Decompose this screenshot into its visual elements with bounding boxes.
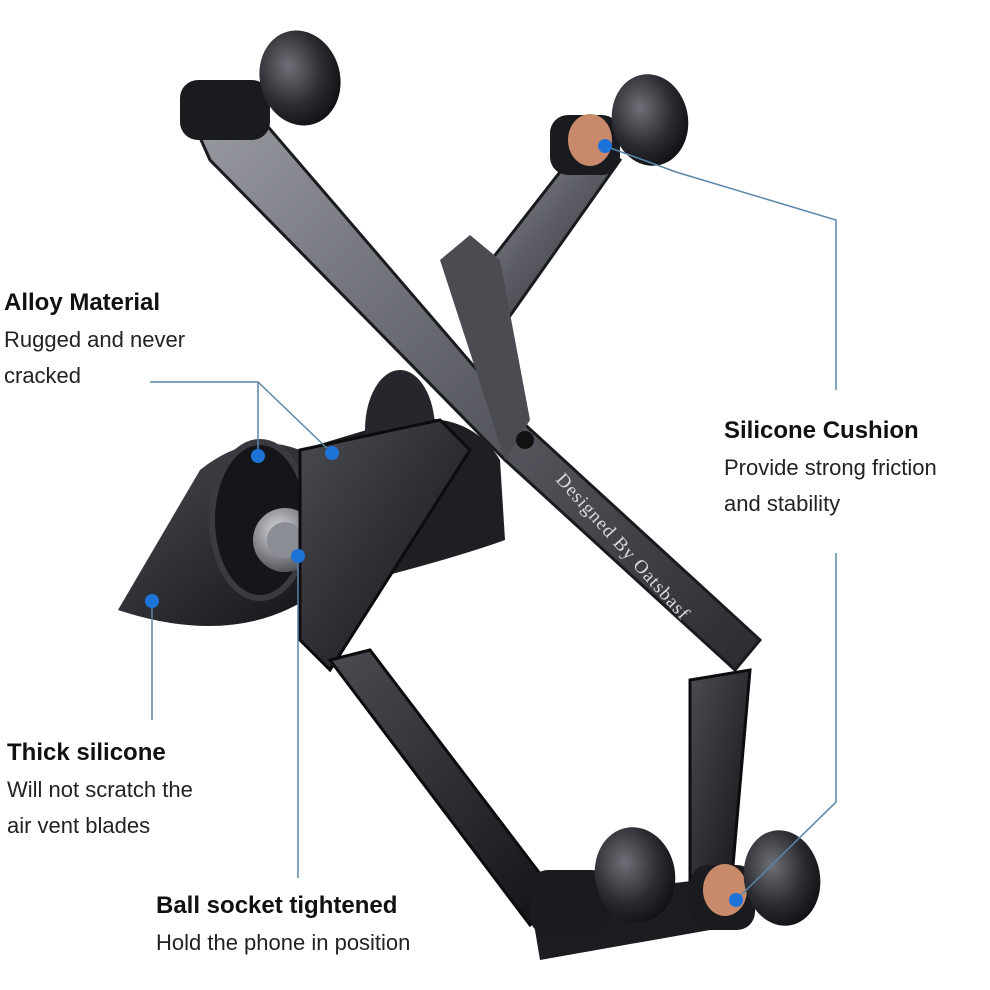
callout-cushion-title: Silicone Cushion [724, 417, 919, 444]
leader-lines [150, 145, 837, 901]
callout-alloy-desc-line2: cracked [4, 363, 82, 388]
leader-line-cushion-top [604, 145, 837, 390]
callout-cushion-desc-line1: Provide strong friction [724, 455, 937, 480]
dot-cushion-top [598, 139, 612, 153]
callout-alloy-desc-line1: Rugged and never [4, 327, 186, 352]
leader-line-cushion-bottom [735, 553, 837, 901]
callout-cushion-desc: Provide strong friction and stability [724, 450, 990, 522]
dot-cushion-bottom [729, 893, 743, 907]
callout-thick-title: Thick silicone [7, 739, 166, 766]
callout-thick-silicone: Thick silicone Will not scratch the air … [7, 738, 257, 844]
callout-thick-desc-line2: air vent blades [7, 813, 151, 838]
callout-ball-title: Ball socket tightened [156, 892, 398, 919]
callout-alloy: Alloy Material Rugged and never cracked [4, 288, 254, 394]
callout-ball-desc: Hold the phone in position [156, 930, 411, 955]
callout-alloy-title: Alloy Material [4, 289, 161, 316]
engraving-text: Designed By Oatsbasf [551, 469, 694, 624]
callout-ball-socket: Ball socket tightened Hold the phone in … [156, 891, 496, 961]
clamp-pad-top-left [180, 30, 341, 140]
clamp-pad-bottom-right [690, 830, 821, 930]
lower-arm [298, 418, 752, 960]
callout-thick-desc-line1: Will not scratch the [7, 777, 193, 802]
leader-line-alloy-2 [257, 381, 333, 454]
callout-cushion: Silicone Cushion Provide strong friction… [724, 416, 990, 522]
dot-alloy-2 [325, 446, 339, 460]
indicator-dots [145, 139, 743, 907]
callout-alloy-desc: Rugged and never cracked [4, 322, 254, 394]
clamp-pad-bottom-left [530, 827, 676, 935]
callout-cushion-desc-line2: and stability [724, 491, 841, 516]
callout-thick-desc: Will not scratch the air vent blades [7, 772, 257, 844]
dot-alloy-1 [251, 449, 265, 463]
clamp-pad-top-right [550, 74, 689, 175]
dot-ball [291, 549, 305, 563]
dot-thick [145, 594, 159, 608]
